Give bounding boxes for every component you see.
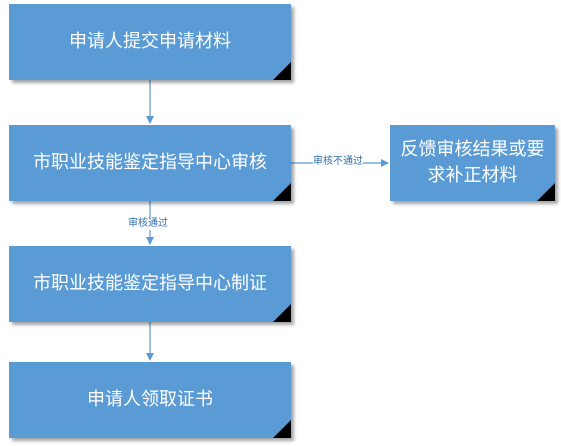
node-feedback: 反馈审核结果或要求补正材料	[390, 125, 555, 201]
node-corner-marker	[273, 420, 291, 438]
node-feedback-label: 反馈审核结果或要求补正材料	[400, 139, 545, 186]
edge-label-review-failed: 审核不通过	[313, 156, 363, 168]
node-receive-certificate-label: 申请人领取证书	[87, 389, 213, 410]
node-submit-materials-label: 申请人提交申请材料	[69, 31, 231, 52]
node-corner-marker	[273, 183, 291, 201]
node-center-certify: 市职业技能鉴定指导中心制证	[9, 246, 291, 322]
node-receive-certificate: 申请人领取证书	[9, 362, 291, 438]
node-center-review-label: 市职业技能鉴定指导中心审核	[33, 152, 267, 173]
node-corner-marker	[273, 304, 291, 322]
node-corner-marker	[537, 183, 555, 201]
node-center-certify-label: 市职业技能鉴定指导中心制证	[33, 273, 267, 294]
edge-label-review-passed: 审核通过	[128, 218, 168, 230]
node-corner-marker	[273, 62, 291, 80]
node-center-review: 市职业技能鉴定指导中心审核	[9, 125, 291, 201]
node-submit-materials: 申请人提交申请材料	[9, 4, 291, 80]
